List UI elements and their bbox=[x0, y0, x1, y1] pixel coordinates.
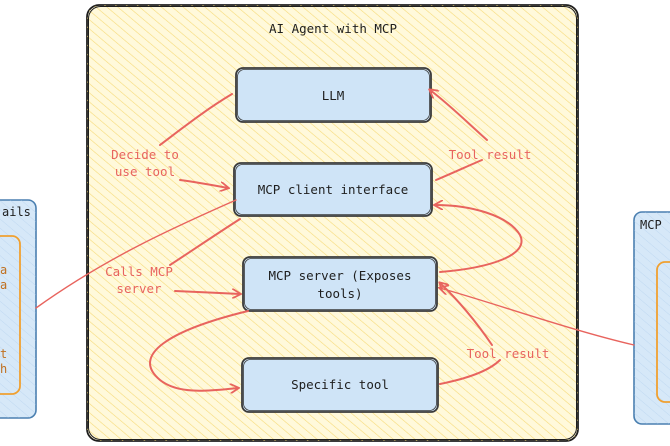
right-inner-panel bbox=[656, 261, 670, 403]
left-inner-panel bbox=[0, 235, 21, 395]
frame-title: AI Agent with MCP bbox=[269, 21, 397, 36]
arrow-left-panel-link bbox=[35, 199, 237, 309]
edge-label-tool-result-upper: Tool result bbox=[449, 147, 532, 162]
node-mcp-client-label: MCP client interface bbox=[258, 182, 409, 197]
node-specific-tool-label: Specific tool bbox=[291, 377, 389, 392]
edge-label-calls-line2: server bbox=[116, 281, 162, 296]
node-mcp-server: MCP server (Exposes tools) bbox=[242, 256, 438, 312]
arrow-client-to-result bbox=[435, 159, 483, 181]
arrow-right-panel-link bbox=[440, 288, 635, 346]
edge-label-tool-result-lower: Tool result bbox=[467, 346, 550, 361]
arrow-client-to-calls bbox=[169, 218, 241, 266]
node-llm-label: LLM bbox=[322, 88, 345, 103]
right-panel-title: MCP bbox=[640, 218, 662, 232]
edge-label-decide-line1: Decide to bbox=[111, 147, 179, 162]
arrow-tool-to-result bbox=[439, 359, 501, 385]
left-inner-fragment: h bbox=[0, 362, 7, 376]
left-panel-title: ails bbox=[2, 205, 31, 219]
agent-frame bbox=[86, 4, 579, 442]
arrow-llm-to-decide bbox=[159, 93, 233, 146]
left-inner-fragment: t bbox=[0, 347, 7, 361]
edge-label-decide-line2: use tool bbox=[115, 164, 175, 179]
node-mcp-client: MCP client interface bbox=[233, 162, 433, 217]
left-panel: ails a a t h bbox=[0, 199, 37, 419]
arrow-server-to-tool bbox=[149, 310, 249, 391]
node-specific-tool: Specific tool bbox=[241, 357, 439, 413]
arrow-decide-to-client bbox=[179, 179, 228, 188]
left-inner-fragment: a bbox=[0, 278, 7, 292]
node-llm: LLM bbox=[235, 67, 432, 123]
arrow-calls-to-server bbox=[174, 291, 240, 294]
arrow-server-to-client bbox=[435, 205, 523, 273]
node-mcp-server-label-line2: tools) bbox=[317, 286, 362, 301]
right-panel: MCP bbox=[633, 211, 670, 425]
arrows bbox=[35, 90, 635, 391]
node-mcp-server-label-line1: MCP server (Exposes bbox=[269, 268, 412, 283]
left-inner-fragment: a bbox=[0, 263, 7, 277]
arrow-result-to-llm bbox=[430, 90, 488, 141]
edge-label-calls-line1: Calls MCP bbox=[105, 264, 173, 279]
